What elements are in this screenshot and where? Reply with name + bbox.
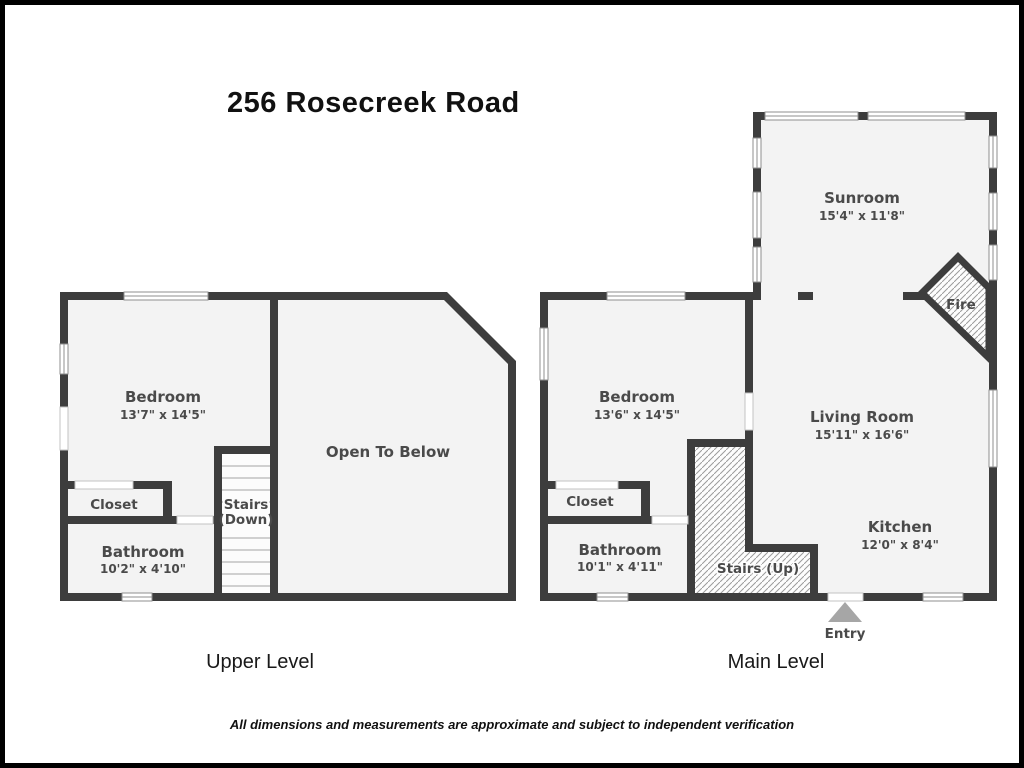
stairs-up-right-wall bbox=[810, 544, 818, 601]
upper-bathroom-top-wall bbox=[60, 516, 222, 524]
entry-marker: Entry bbox=[825, 602, 866, 642]
wall-opening bbox=[59, 406, 69, 451]
floorplan-drawing: Stairs (Down) Bedroom 13'7" x 14'5" Clos… bbox=[59, 111, 998, 642]
main-closet-right-wall bbox=[641, 481, 650, 524]
window bbox=[988, 389, 998, 468]
stairs-up: Stairs (Up) bbox=[695, 447, 810, 593]
room-closet-upper: Closet bbox=[90, 497, 138, 513]
room-label: Living Room bbox=[810, 408, 914, 426]
upper-level-plan: Stairs (Down) Bedroom 13'7" x 14'5" Clos… bbox=[59, 291, 516, 602]
window bbox=[596, 592, 629, 602]
upper-stairs-left-wall bbox=[214, 446, 222, 601]
fireplace: Fire bbox=[917, 252, 993, 367]
window bbox=[752, 246, 762, 283]
room-kitchen: Kitchen 12'0" x 8'4" bbox=[861, 518, 939, 552]
room-label: Bathroom bbox=[101, 543, 184, 561]
room-label: Bedroom bbox=[599, 388, 675, 406]
stairs-down: Stairs (Down) bbox=[219, 454, 274, 593]
room-dims: 13'7" x 14'5" bbox=[120, 408, 206, 422]
door-opening bbox=[651, 515, 689, 525]
sunroom-wall-stub bbox=[798, 292, 813, 300]
stairs-up-top-wall bbox=[745, 544, 818, 552]
entry-label: Entry bbox=[825, 626, 866, 642]
room-bathroom-upper: Bathroom 10'2" x 4'10" bbox=[100, 543, 186, 576]
upper-closet-right-wall bbox=[163, 481, 172, 524]
room-dims: 10'2" x 4'10" bbox=[100, 562, 186, 576]
main-stairs-left-wall bbox=[687, 439, 695, 601]
room-sunroom: Sunroom 15'4" x 11'8" bbox=[819, 189, 905, 223]
room-dims: 10'1" x 4'11" bbox=[577, 560, 663, 574]
window bbox=[123, 291, 209, 301]
room-closet-main: Closet bbox=[566, 494, 614, 510]
main-bathroom-top-wall bbox=[540, 516, 695, 524]
room-label: Bedroom bbox=[125, 388, 201, 406]
window bbox=[867, 111, 966, 121]
room-label: Bathroom bbox=[578, 541, 661, 559]
fireplace-label: Fire bbox=[946, 297, 976, 313]
main-level-plan: Stairs (Up) Fire bbox=[539, 111, 998, 642]
room-dims: 12'0" x 8'4" bbox=[861, 538, 939, 552]
window bbox=[752, 137, 762, 169]
entry-arrow-icon bbox=[828, 602, 862, 622]
disclaimer: All dimensions and measurements are appr… bbox=[229, 717, 795, 732]
upper-stairs-top-wall bbox=[214, 446, 278, 454]
window bbox=[988, 192, 998, 231]
door-opening bbox=[555, 480, 619, 490]
sunroom-wall-stub bbox=[745, 292, 760, 300]
sunroom-wall-stub bbox=[903, 292, 925, 300]
page-title: 256 Rosecreek Road bbox=[227, 87, 520, 119]
main-level-label: Main Level bbox=[727, 651, 825, 673]
main-right-floor bbox=[753, 120, 989, 593]
room-bedroom-main: Bedroom 13'6" x 14'5" bbox=[594, 388, 680, 422]
room-living: Living Room 15'11" x 16'6" bbox=[810, 408, 914, 442]
window bbox=[539, 327, 549, 381]
stairs-up-label: Stairs (Up) bbox=[717, 561, 799, 577]
room-bedroom-upper: Bedroom 13'7" x 14'5" bbox=[120, 388, 206, 422]
room-label: Kitchen bbox=[868, 518, 932, 536]
open-to-below-label: Open To Below bbox=[326, 443, 450, 461]
door-opening bbox=[744, 392, 754, 431]
entry-door-opening bbox=[827, 592, 864, 602]
door-opening bbox=[176, 515, 214, 525]
window bbox=[764, 111, 859, 121]
stairs-down-label-1: Stairs bbox=[224, 497, 269, 513]
window bbox=[752, 191, 762, 239]
room-dims: 13'6" x 14'5" bbox=[594, 408, 680, 422]
window bbox=[988, 244, 998, 281]
upper-level-label: Upper Level bbox=[206, 651, 314, 673]
room-bathroom-main: Bathroom 10'1" x 4'11" bbox=[577, 541, 663, 574]
room-dims: 15'11" x 16'6" bbox=[815, 428, 909, 442]
window bbox=[988, 135, 998, 169]
window bbox=[59, 343, 69, 375]
window bbox=[121, 592, 153, 602]
room-label: Sunroom bbox=[824, 189, 900, 207]
room-dims: 15'4" x 11'8" bbox=[819, 209, 905, 223]
door-opening bbox=[74, 480, 134, 490]
window bbox=[922, 592, 964, 602]
window bbox=[606, 291, 686, 301]
stairs-down-label-2: (Down) bbox=[219, 512, 274, 528]
main-stairs-top-wall bbox=[687, 439, 753, 447]
